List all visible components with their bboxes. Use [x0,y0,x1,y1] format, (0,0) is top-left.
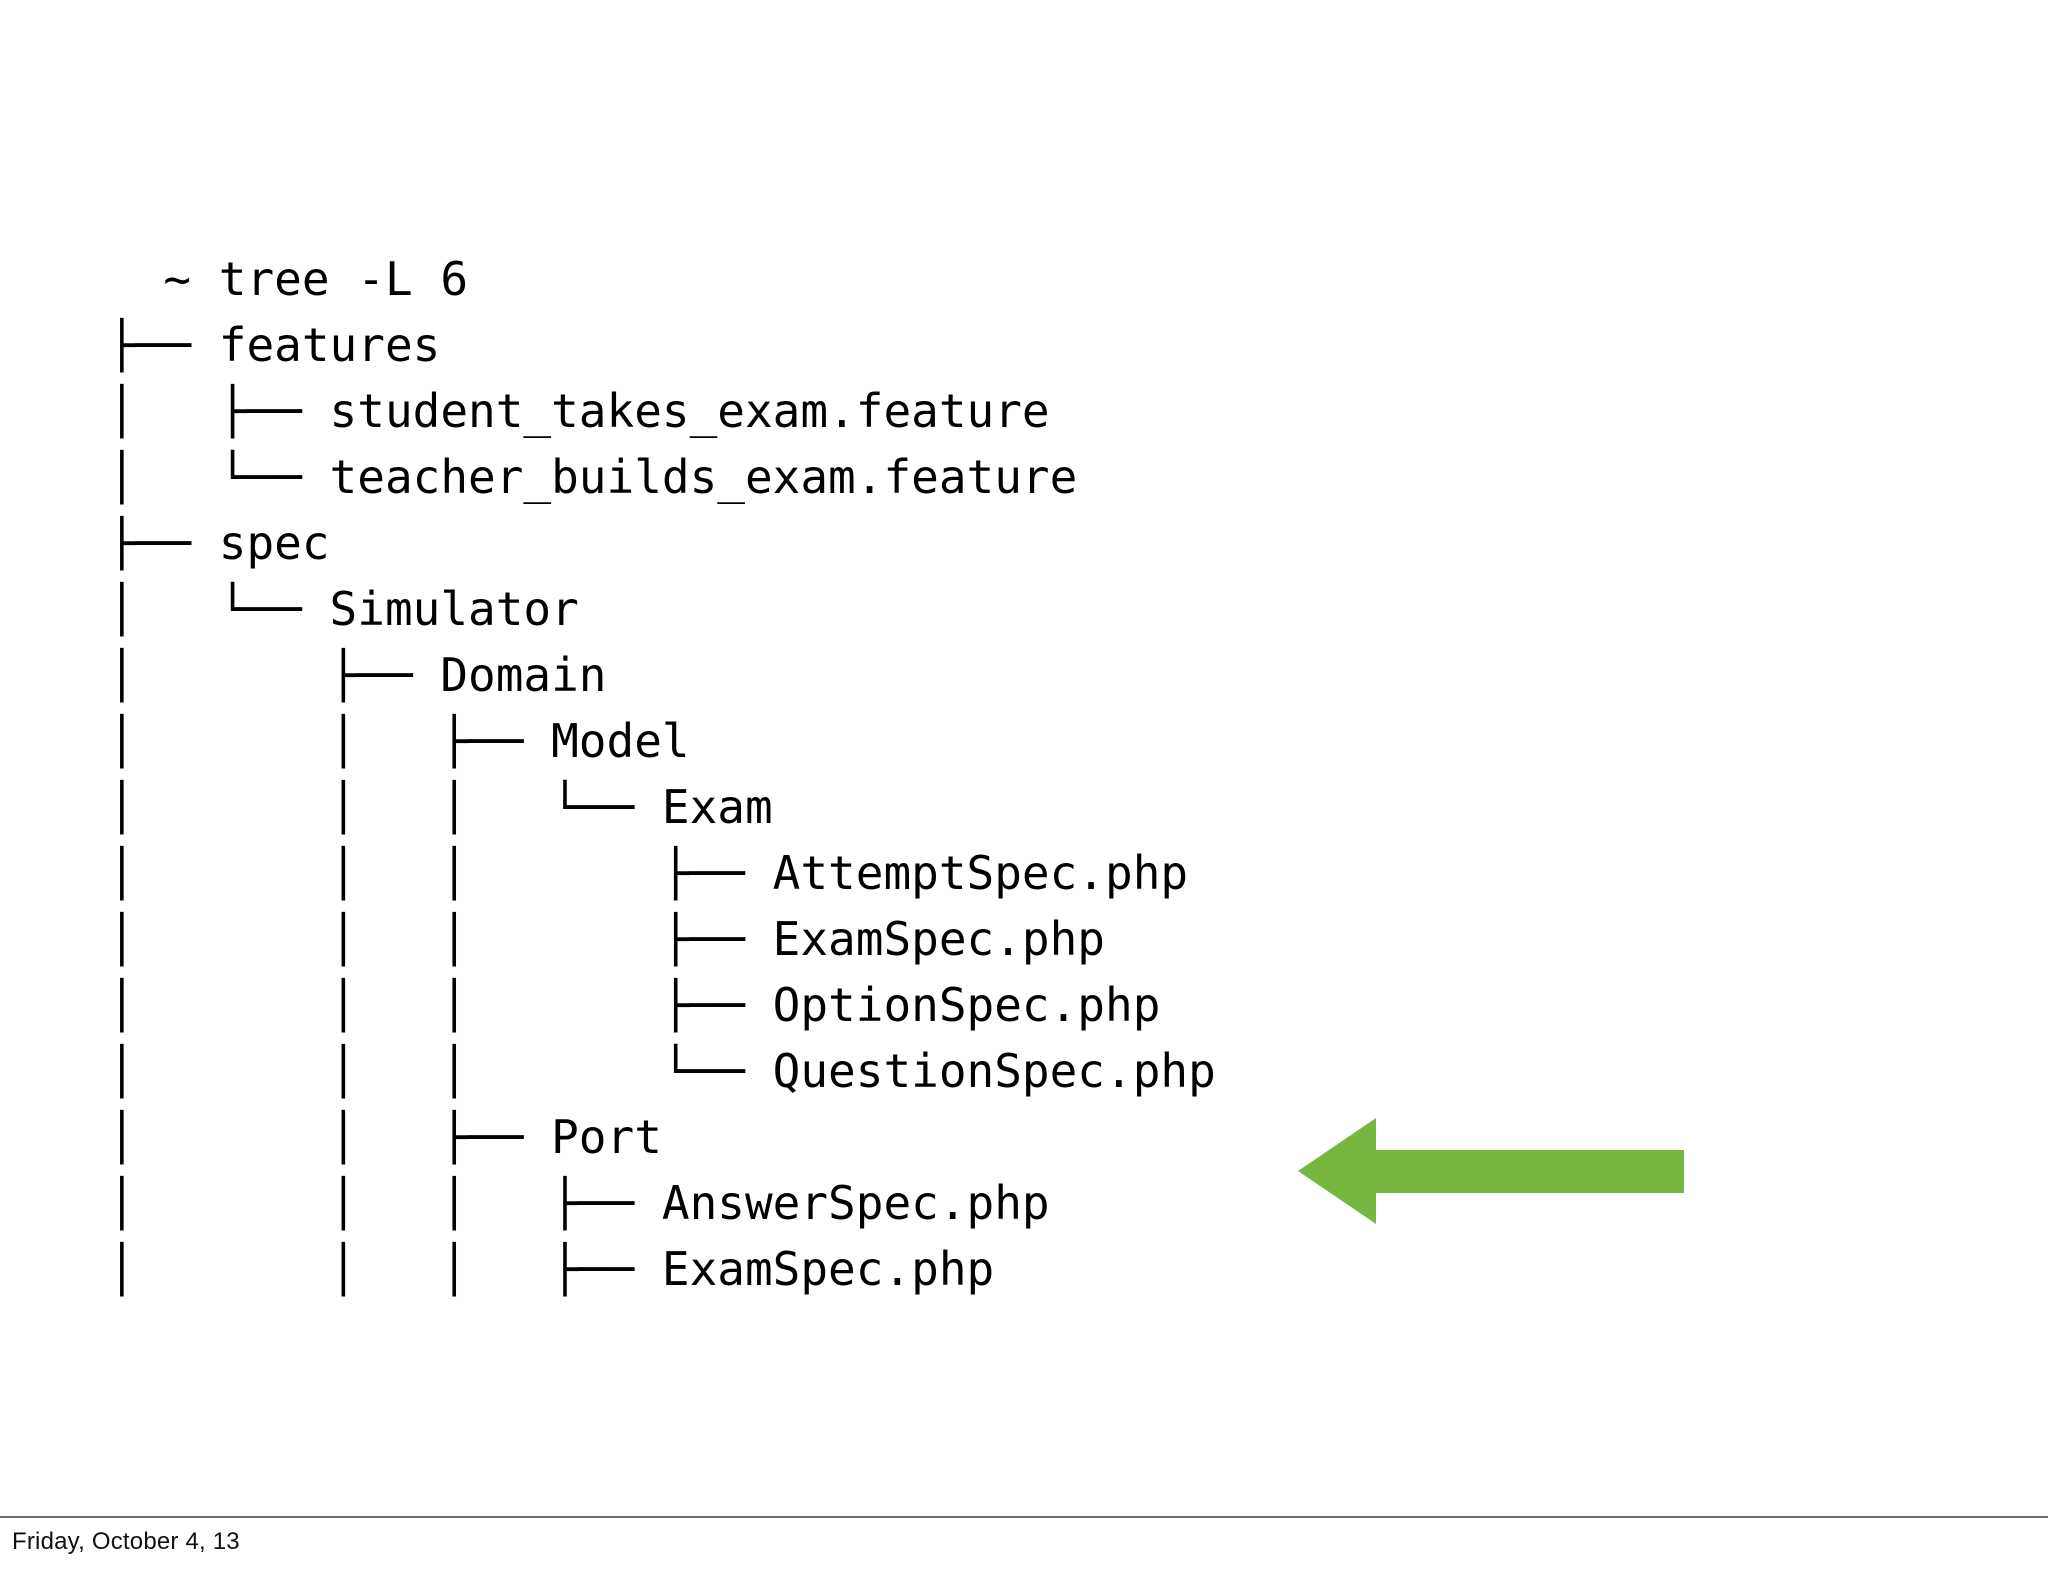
tree-line-spec: ├── spec [108,516,330,570]
left-arrow-icon [1298,1118,1684,1224]
footer-date-label: Friday, October 4, 13 [12,1528,240,1555]
tree-line-student-takes-exam: │ ├── student_takes_exam.feature [108,384,1050,438]
tree-line-model: │ │ ├── Model [108,714,690,768]
tree-line-port: │ │ ├── Port [108,1110,662,1164]
tree-line-exam-spec-port: │ │ │ ├── ExamSpec.php [108,1242,995,1296]
tree-line-question-spec: │ │ │ └── QuestionSpec.php [108,1044,1216,1098]
tree-line-features: ├── features [108,318,441,372]
slide-footer: Friday, October 4, 13 [0,1518,2048,1576]
tree-line-simulator: │ └── Simulator [108,582,579,636]
tree-line-exam-spec-model: │ │ │ ├── ExamSpec.php [108,912,1105,966]
tree-line-option-spec: │ │ │ ├── OptionSpec.php [108,978,1161,1032]
terminal-prompt-line: ~ tree -L 6 [108,252,469,306]
slide-canvas: ~ tree -L 6 ├── features │ ├── student_tak… [108,246,1684,1302]
tree-line-teacher-builds-exam: │ └── teacher_builds_exam.feature [108,450,1078,504]
tree-line-attempt-spec: │ │ │ ├── AttemptSpec.php [108,846,1189,900]
terminal-tree-output: ~ tree -L 6 ├── features │ ├── student_tak… [108,246,1216,1302]
tree-line-answer-spec: │ │ │ ├── AnswerSpec.php [108,1176,1050,1230]
tree-line-exam: │ │ │ └── Exam [108,780,773,834]
tree-line-domain: │ ├── Domain [108,648,607,702]
footer-divider [0,1516,2048,1518]
